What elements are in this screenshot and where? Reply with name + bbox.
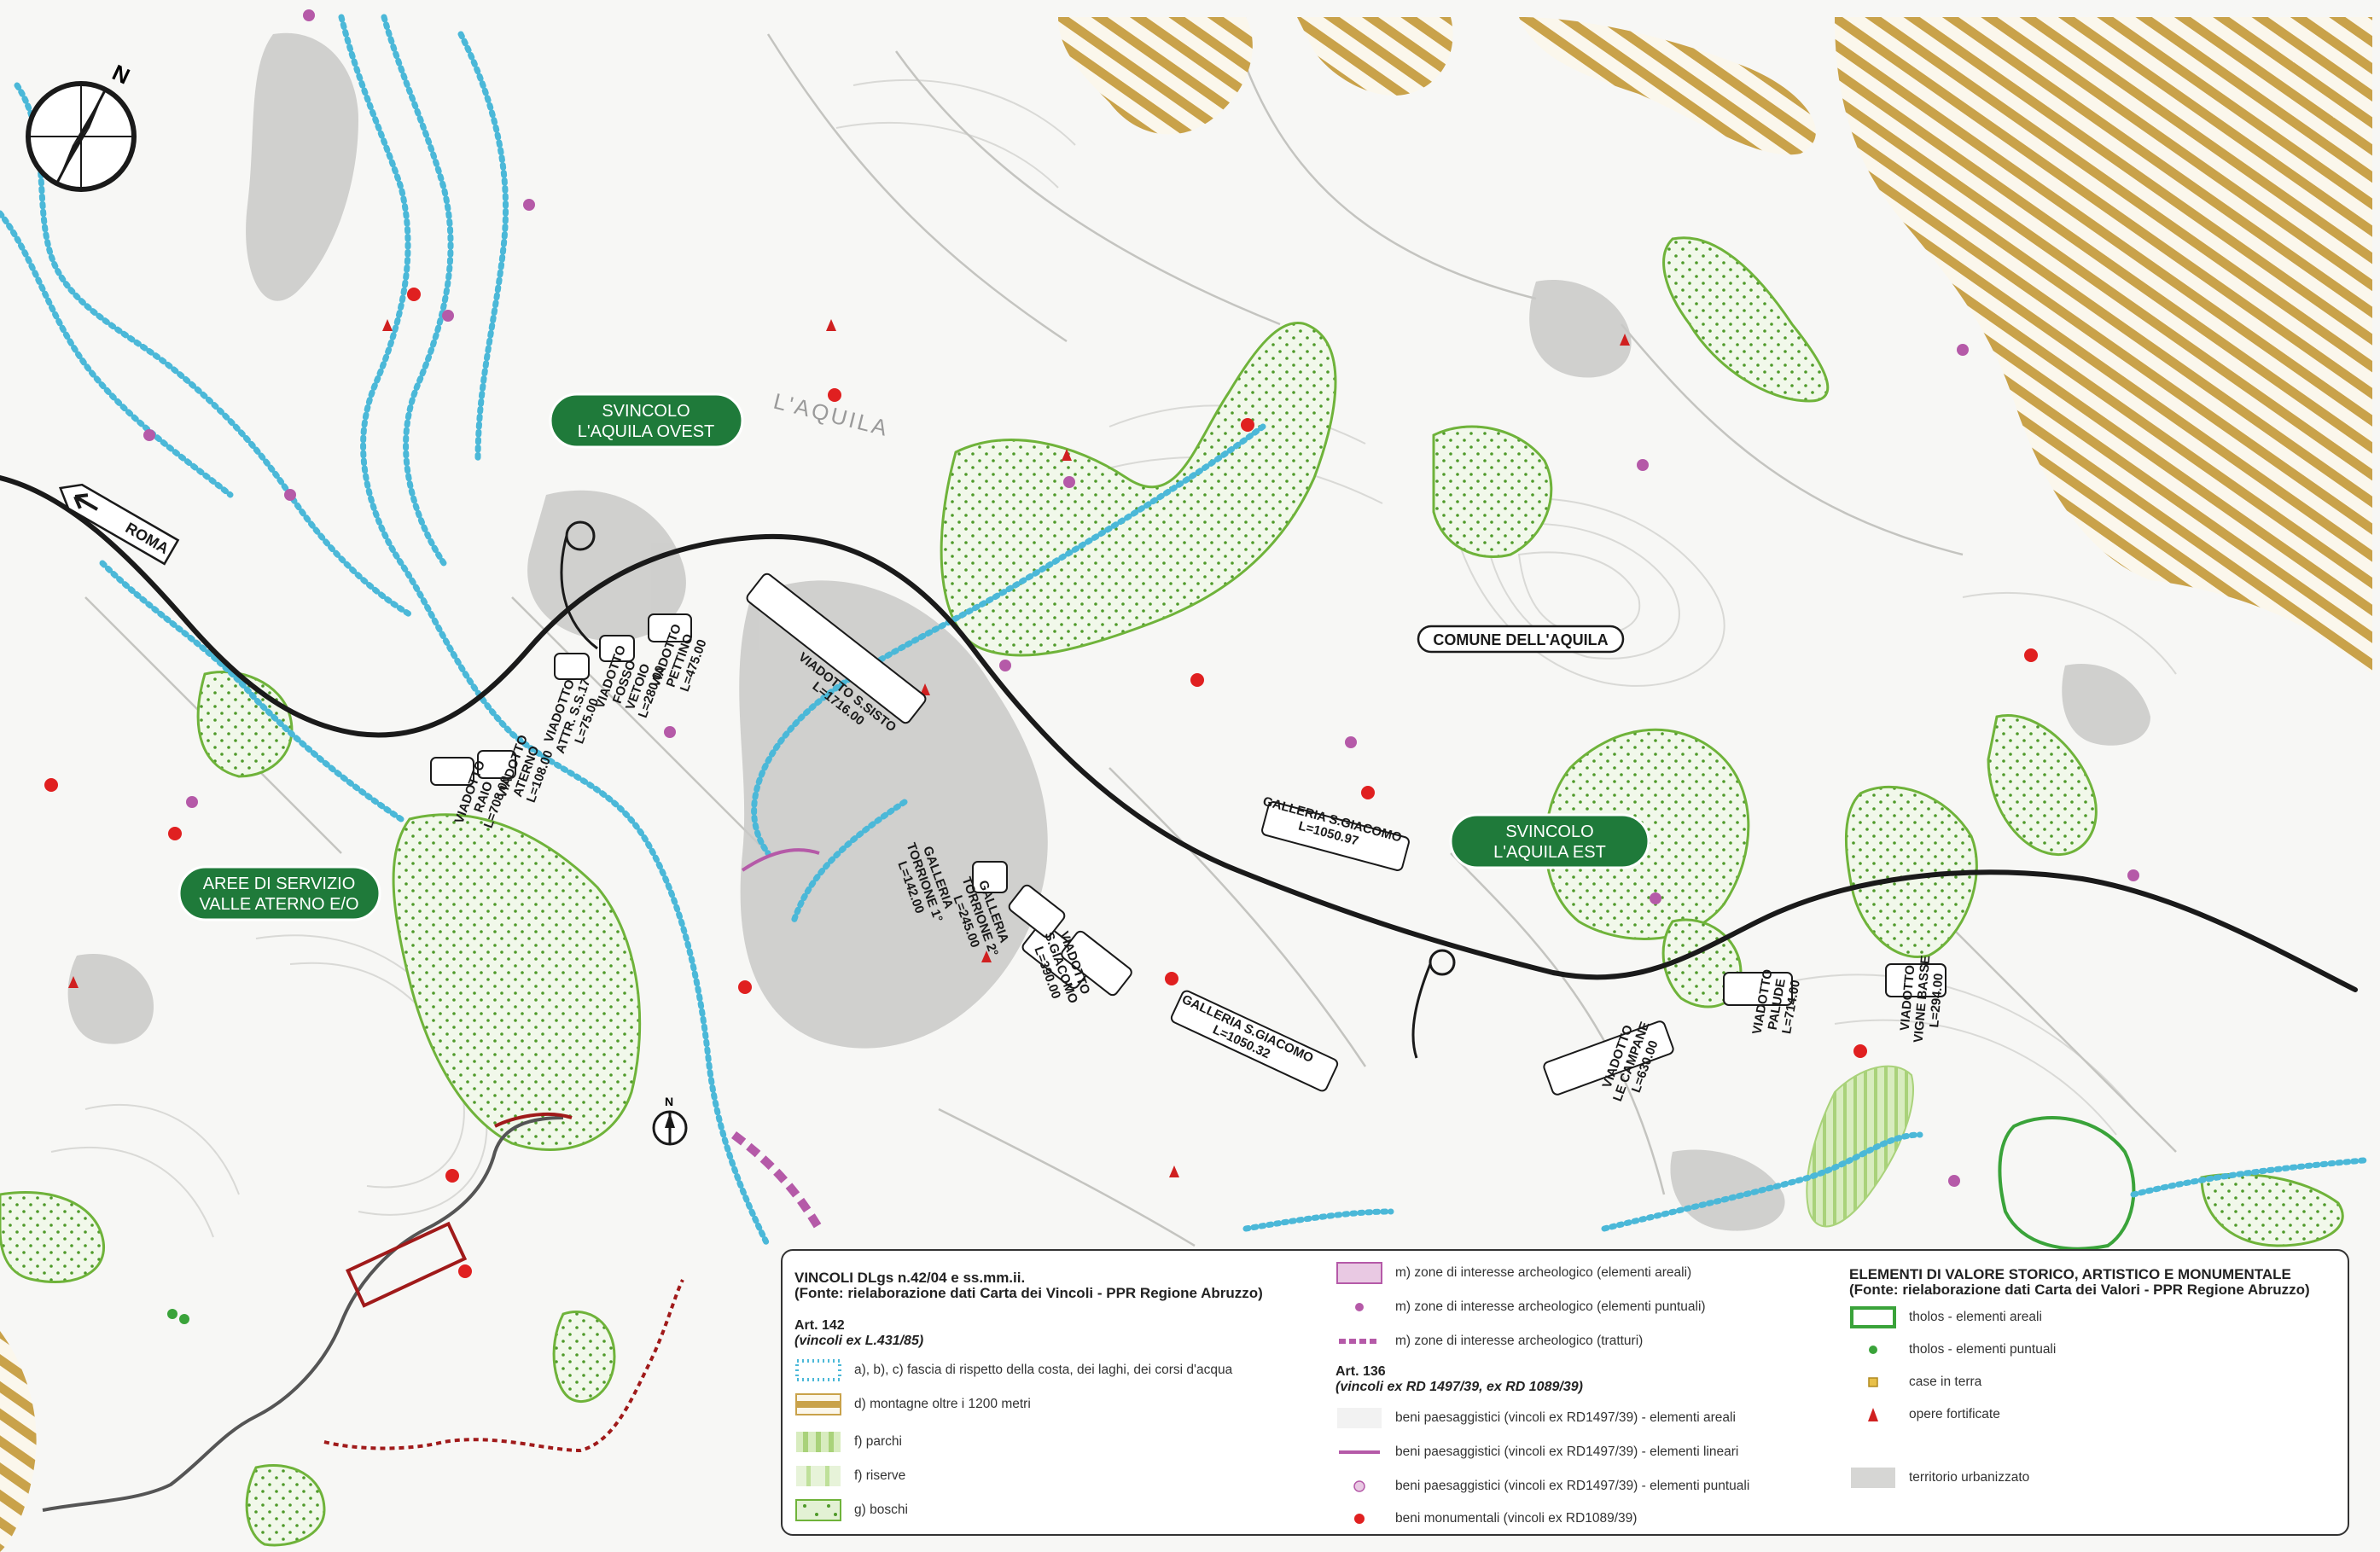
swatch-riserve xyxy=(796,1466,841,1486)
legend-beni-areali-label: beni paesaggistici (vincoli ex RD1497/39… xyxy=(1395,1410,1736,1425)
swatch-beni-lineari xyxy=(1339,1450,1380,1454)
structure-label-viadotto-vigne-basse: VIADOTTOVIGNE BASSEL=294.00 xyxy=(1897,954,1948,1045)
legend-item-water: a), b), c) fascia di rispetto della cost… xyxy=(794,1358,1232,1382)
legend-item-archeo-areali: m) zone di interesse archeologico (eleme… xyxy=(1335,1261,1691,1285)
legend-item-opere-fortificate: opere fortificate xyxy=(1849,1403,2000,1427)
legend-item-parchi: f) parchi xyxy=(794,1430,902,1454)
swatch-tholos-areali xyxy=(1850,1306,1896,1328)
legend-item-beni-puntuali: beni paesaggistici (vincoli ex RD1497/39… xyxy=(1335,1474,1749,1498)
swatch-tratturi xyxy=(1339,1339,1380,1344)
legend-art142-sub: (vincoli ex L.431/85) xyxy=(794,1334,924,1348)
compass-small: N xyxy=(652,1095,688,1146)
svincolo-ovest-line2: L'AQUILA OVEST xyxy=(578,422,715,441)
legend-case-terra-label: case in terra xyxy=(1909,1375,1982,1389)
compass-north: N xyxy=(26,59,137,192)
legend-item-riserve: f) riserve xyxy=(794,1464,905,1488)
monument-points xyxy=(44,288,2038,1278)
swatch-territorio-urbanizzato xyxy=(1851,1468,1895,1488)
mountains-over-1200m xyxy=(0,17,2372,1552)
legend-beni-monumentali-label: beni monumentali (vincoli ex RD1089/39) xyxy=(1395,1511,1638,1526)
interchange-est xyxy=(1411,949,1456,1059)
swatch-mountain xyxy=(795,1393,841,1415)
legend-tratturi-label: m) zone di interesse archeologico (tratt… xyxy=(1395,1334,1644,1348)
legend-item-boschi: g) boschi xyxy=(794,1498,908,1522)
swatch-parchi xyxy=(796,1432,841,1452)
legend-item-tholos-puntuali: tholos - elementi puntuali xyxy=(1849,1338,2056,1362)
swatch-beni-puntuali xyxy=(1353,1480,1365,1492)
legend-beni-puntuali-label: beni paesaggistici (vincoli ex RD1497/39… xyxy=(1395,1479,1750,1493)
legend-territorio-urbanizzato-label: territorio urbanizzato xyxy=(1909,1470,2030,1485)
legend-art142: Art. 142 xyxy=(794,1318,845,1333)
legend-item-tratturi: m) zone di interesse archeologico (tratt… xyxy=(1335,1329,1643,1353)
legend-water-label: a), b), c) fascia di rispetto della cost… xyxy=(854,1363,1233,1377)
legend-item-mountain: d) montagne oltre i 1200 metri xyxy=(794,1392,1031,1416)
structure-line: L=294.00 xyxy=(1927,973,1946,1028)
legend-item-tholos-areali: tholos - elementi areali xyxy=(1849,1305,2042,1329)
parks xyxy=(1806,1065,1914,1228)
legend-item-beni-monumentali: beni monumentali (vincoli ex RD1089/39) xyxy=(1335,1507,1637,1531)
aree-servizio-line1: AREE DI SERVIZIO xyxy=(203,875,356,893)
aree-servizio-line2: VALLE ATERNO E/O xyxy=(199,895,358,914)
svincolo-est-badge: SVINCOLO L'AQUILA EST xyxy=(1449,813,1650,869)
comune-label: COMUNE DELL'AQUILA xyxy=(1433,631,1608,648)
legend-boschi-label: g) boschi xyxy=(854,1503,908,1517)
beni-lineari xyxy=(741,848,820,872)
swatch-case-terra xyxy=(1868,1377,1878,1387)
structure-line: VIADOTTO xyxy=(1898,964,1918,1032)
contour-lines xyxy=(50,78,2177,1238)
swatch-opere-fortificate xyxy=(1868,1408,1878,1421)
local-roads xyxy=(84,33,2177,1247)
swatch-archeo-areali xyxy=(1336,1262,1382,1284)
legend-vincoli-title: VINCOLI DLgs n.42/04 e ss.mm.ii. xyxy=(794,1270,1026,1286)
structure-tags xyxy=(430,573,1946,1096)
swatch-archeo-puntuali xyxy=(1355,1303,1364,1311)
aree-servizio-badge: AREE DI SERVIZIO VALLE ATERNO E/O xyxy=(177,865,381,921)
legend-archeo-puntuali-label: m) zone di interesse archeologico (eleme… xyxy=(1395,1299,1706,1314)
legend-vincoli-source: (Fonte: rielaborazione dati Carta dei Vi… xyxy=(794,1285,1263,1301)
tholos-area xyxy=(1998,1116,2136,1251)
legend-elementi-title: ELEMENTI DI VALORE STORICO, ARTISTICO E … xyxy=(1849,1266,2291,1282)
swatch-beni-areali xyxy=(1337,1408,1382,1428)
roma-arrow: ROMA xyxy=(58,483,180,566)
legend-beni-lineari-label: beni paesaggistici (vincoli ex RD1497/39… xyxy=(1395,1444,1739,1459)
urban-areas xyxy=(67,32,2150,1231)
comune-badge: COMUNE DELL'AQUILA xyxy=(1417,625,1625,654)
legend-archeo-areali-label: m) zone di interesse archeologico (eleme… xyxy=(1395,1265,1692,1280)
legend-riserve-label: f) riserve xyxy=(854,1468,906,1483)
tratturi xyxy=(730,1131,823,1231)
svincolo-est-line1: SVINCOLO xyxy=(1505,823,1593,841)
legend-elementi-source: (Fonte: rielaborazione dati Carta dei Va… xyxy=(1849,1282,2310,1298)
highway-route xyxy=(0,475,2358,992)
compass-small-n: N xyxy=(665,1095,673,1108)
map-legend: VINCOLI DLgs n.42/04 e ss.mm.ii. (Fonte:… xyxy=(781,1249,2349,1536)
legend-item-beni-lineari: beni paesaggistici (vincoli ex RD1497/39… xyxy=(1335,1440,1738,1464)
swatch-water xyxy=(795,1359,841,1381)
swatch-beni-monumentali xyxy=(1354,1514,1365,1524)
legend-parchi-label: f) parchi xyxy=(854,1434,902,1449)
legend-item-case-terra: case in terra xyxy=(1849,1370,1981,1394)
legend-tholos-puntuali-label: tholos - elementi puntuali xyxy=(1909,1342,2057,1357)
legend-item-archeo-puntuali: m) zone di interesse archeologico (eleme… xyxy=(1335,1295,1706,1319)
legend-item-territorio-urbanizzato: territorio urbanizzato xyxy=(1849,1466,2029,1490)
legend-mountain-label: d) montagne oltre i 1200 metri xyxy=(854,1397,1031,1411)
svincolo-ovest-line1: SVINCOLO xyxy=(602,402,690,421)
archeo-points xyxy=(143,9,2139,1187)
svincolo-ovest-badge: SVINCOLO L'AQUILA OVEST xyxy=(549,392,744,449)
water-buffer xyxy=(0,14,2367,1249)
interchange-ovest xyxy=(560,520,598,650)
legend-item-beni-areali: beni paesaggistici (vincoli ex RD1497/39… xyxy=(1335,1406,1736,1430)
tholos-points xyxy=(167,1309,189,1324)
legend-opere-fortificate-label: opere fortificate xyxy=(1909,1407,2000,1421)
legend-art136: Art. 136 xyxy=(1335,1364,1386,1379)
svincolo-est-line2: L'AQUILA EST xyxy=(1493,843,1606,862)
alternative-route xyxy=(42,1112,684,1512)
legend-art136-sub: (vincoli ex RD 1497/39, ex RD 1089/39) xyxy=(1335,1380,1583,1394)
legend-tholos-areali-label: tholos - elementi areali xyxy=(1909,1310,2042,1324)
fortified-works xyxy=(68,319,1630,1177)
swatch-tholos-puntuali xyxy=(1869,1346,1877,1354)
swatch-boschi xyxy=(795,1499,841,1521)
